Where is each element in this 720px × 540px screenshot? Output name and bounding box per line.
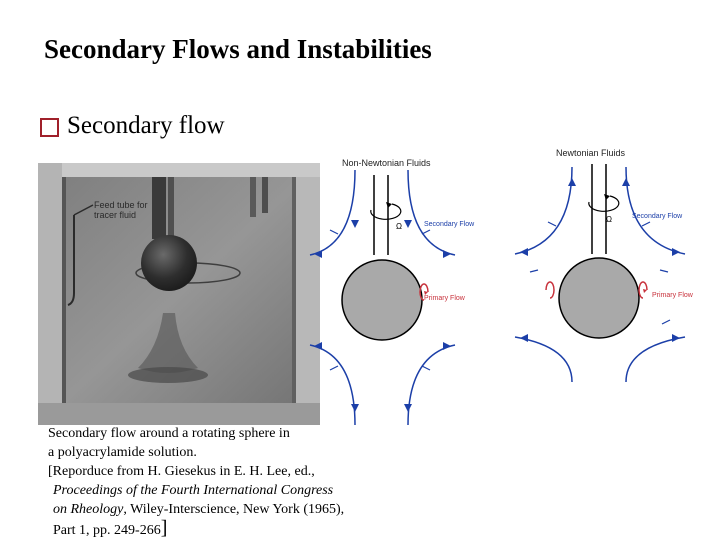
newtonian-diagram: Newtonian Fluids Ω Secondary Flow Primar… — [510, 142, 710, 383]
experiment-photo: Feed tube for tracer fluid — [38, 163, 320, 425]
caption-line-2: a polyacrylamide solution. — [48, 445, 197, 460]
photo-label-line1: Feed tube for — [94, 200, 148, 210]
non-newtonian-sphere — [341, 259, 423, 341]
caption-line-6: Part 1, pp. 249-266] — [48, 517, 408, 540]
non-newtonian-secondary-label: Secondary Flow — [424, 221, 475, 228]
caption-pages: Part 1, pp. 249-266 — [53, 523, 161, 538]
caption-publisher: , Wiley-Interscience, New York (1965), — [123, 502, 345, 517]
newtonian-secondary-label: Secondary Flow — [632, 213, 683, 220]
newtonian-primary-label: Primary Flow — [652, 292, 694, 299]
non-newtonian-title: Non-Newtonian Fluids — [342, 158, 431, 168]
non-newtonian-omega: Ω — [396, 222, 402, 231]
bullet-text: Secondary flow — [67, 112, 225, 139]
newtonian-title: Newtonian Fluids — [556, 148, 626, 158]
caption-line-1: Secondary flow around a rotating sphere … — [48, 426, 290, 441]
caption-close-bracket: ] — [160, 517, 168, 539]
bullet-box-icon — [40, 117, 59, 137]
caption-journal-title: Proceedings of the Fourth International … — [53, 483, 334, 498]
figure-caption: Secondary flow around a rotating sphere … — [48, 424, 408, 540]
slide-title: Secondary Flows and Instabilities — [44, 34, 432, 64]
caption-line-5: on Rheology, Wiley-Interscience, New Yor… — [48, 500, 408, 519]
bullet-item: Secondary flow — [40, 112, 225, 140]
newtonian-sphere — [558, 257, 640, 339]
caption-line-4: Proceedings of the Fourth International … — [48, 481, 408, 500]
caption-journal-title-end: on Rheology — [53, 502, 124, 517]
non-newtonian-primary-label: Primary Flow — [424, 295, 466, 302]
photo-label-line2: tracer fluid — [94, 210, 136, 220]
non-newtonian-diagram: Non-Newtonian Fluids Ω Secondary Flow Pr… — [300, 150, 480, 426]
newtonian-omega: Ω — [606, 215, 612, 224]
caption-line-3: [Reporduce from H. Giesekus in E. H. Lee… — [48, 464, 315, 479]
